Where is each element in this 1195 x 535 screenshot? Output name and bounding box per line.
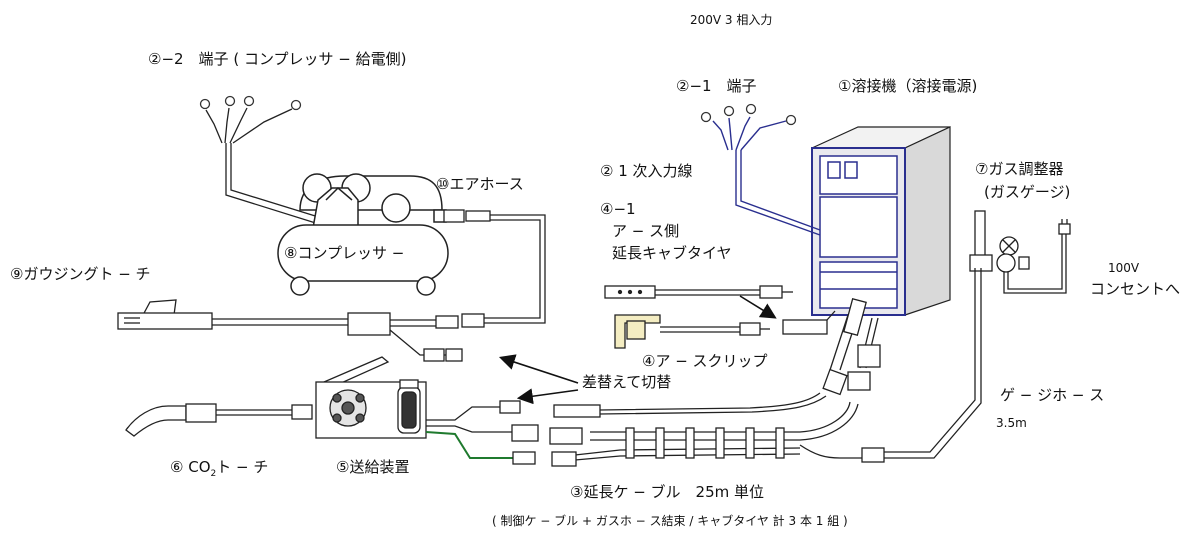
power-input-label: 200V 3 相入力	[690, 13, 773, 27]
gauge-hose-length: 3.5m	[996, 416, 1027, 430]
air-hose-label: ⑩エアホース	[436, 175, 524, 193]
primary-input-cable	[712, 116, 821, 236]
wire-feeder	[315, 356, 427, 439]
co2-torch-label: ⑥ CO2ト − チ	[170, 458, 269, 479]
earth-ext-side: ア − ス側	[612, 222, 680, 240]
terminal-1-label: ②−1 端子	[676, 77, 757, 95]
terminal-lugs-2-2	[199, 95, 302, 111]
gouging-torch	[117, 299, 463, 362]
earth-clip-label: ④ア − スクリップ	[642, 352, 768, 370]
swap-arrow-lower	[516, 388, 579, 405]
gas-regulator-label: ⑦ガス調整器	[975, 160, 1064, 178]
compressor-feed-cable	[205, 107, 326, 226]
gas-regulator	[969, 210, 1071, 294]
air-hose	[443, 209, 546, 328]
primary-input-label: ② 1 次入力線	[600, 162, 693, 180]
gouging-torch-label: ⑨ガウジングト − チ	[10, 265, 151, 283]
swap-arrow-upper	[498, 354, 579, 384]
earth-ext-cabtire: 延長キャブタイヤ	[612, 244, 732, 262]
feeder-label: ⑤送給装置	[336, 458, 410, 476]
welder-label: ①溶接機（溶接電源)	[838, 77, 978, 95]
terminal-compressor-label: ②−2 端子 ( コンプレッサ − 給電側)	[148, 50, 407, 68]
extension-cable-note: ( 制御ケ − ブル + ガスホ − ス結束 / キャブタイヤ 計 3 本 1 …	[492, 514, 848, 528]
feeder-cables	[425, 400, 539, 465]
extension-cable-bundle	[549, 392, 870, 467]
earth-extension-cabtire	[604, 285, 793, 299]
connect-arrow	[739, 295, 777, 319]
gauge-hose-label: ゲ − ジホ − ス	[1000, 386, 1105, 404]
gauge-hose	[861, 268, 982, 463]
outlet-voltage-label: 100V	[1108, 261, 1140, 275]
earth-ext-number: ④−1	[600, 200, 636, 218]
outlet-label: コンセントへ	[1090, 280, 1181, 298]
cable-ties	[625, 427, 785, 459]
welder-output-cables	[782, 297, 881, 396]
gas-gauge-label: (ガスゲージ)	[984, 183, 1071, 201]
compressor	[277, 173, 449, 296]
swap-label: 差替えて切替	[582, 373, 672, 391]
terminal-lugs-2-1	[700, 103, 797, 126]
extension-cable-label: ③延長ケ − ブル 25m 単位	[570, 483, 765, 501]
compressor-label: ⑧コンプレッサ −	[284, 244, 405, 262]
welder-cabinet	[811, 126, 951, 316]
co2-torch	[125, 403, 313, 437]
earth-clip	[614, 314, 770, 349]
